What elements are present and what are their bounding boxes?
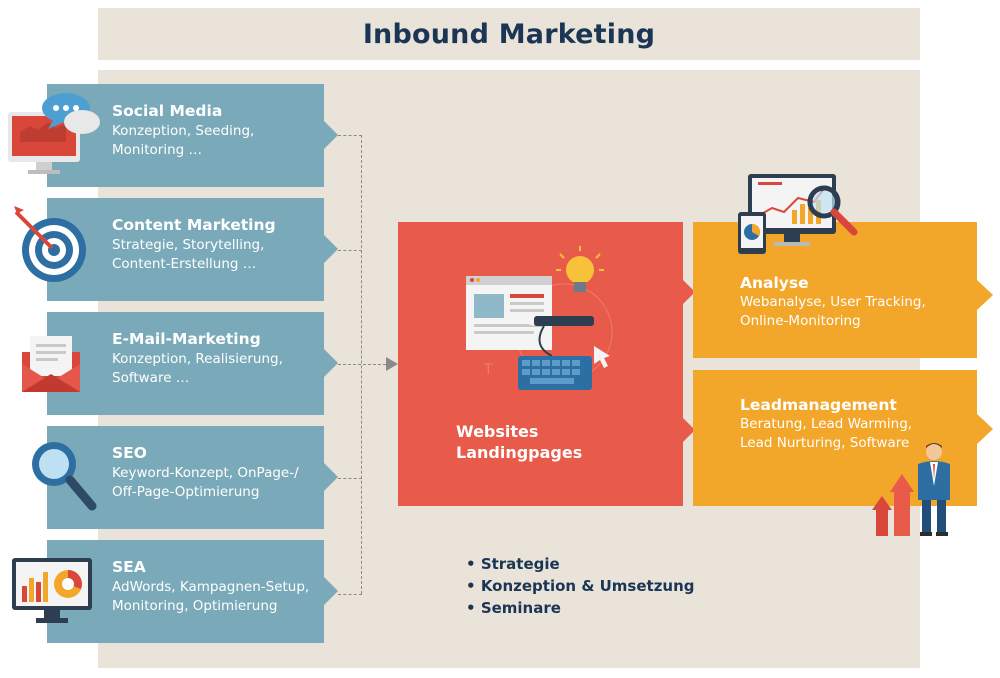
envelope-icon bbox=[22, 336, 80, 392]
title-bar: Inbound Marketing bbox=[98, 8, 920, 60]
right-box-heading: Analyse bbox=[740, 274, 809, 292]
monitor-chat-icon bbox=[8, 93, 100, 174]
monitor-charts-icon bbox=[12, 558, 92, 623]
left-box-heading: E-Mail-Marketing bbox=[112, 330, 261, 348]
list-item: Seminare bbox=[466, 597, 695, 619]
left-box-desc-line1: Keyword-Konzept, OnPage-/ bbox=[112, 465, 299, 481]
left-box-social-media: Social Media Konzeption, Seeding, Monito… bbox=[47, 84, 338, 187]
web-design-icon: T bbox=[466, 246, 613, 390]
businessman-growth-icon bbox=[872, 443, 950, 536]
left-box-desc-line2: Monitoring … bbox=[112, 142, 202, 158]
page-title: Inbound Marketing bbox=[362, 18, 656, 50]
target-icon bbox=[14, 206, 86, 282]
left-box-email-marketing: E-Mail-Marketing Konzeption, Realisierun… bbox=[47, 312, 338, 415]
center-label-line1: Websites bbox=[456, 422, 539, 441]
magnifier-icon bbox=[32, 442, 97, 511]
connector-1 bbox=[338, 135, 362, 136]
services-list: Strategie Konzeption & Umsetzung Seminar… bbox=[466, 553, 695, 619]
left-box-content-marketing: Content Marketing Strategie, Storytellin… bbox=[47, 198, 338, 301]
analytics-devices-icon bbox=[738, 174, 858, 254]
left-box-seo: SEO Keyword-Konzept, OnPage-/ Off-Page-O… bbox=[47, 426, 338, 529]
right-box-leadmanagement: Leadmanagement Beratung, Lead Warming, L… bbox=[693, 370, 993, 506]
left-box-heading: Social Media bbox=[112, 102, 223, 120]
left-box-desc-line2: Content-Erstellung … bbox=[112, 256, 257, 272]
center-arrow-bottom bbox=[683, 418, 695, 442]
right-box-desc-line2: Lead Nurturing, Software bbox=[740, 435, 910, 451]
center-box-websites: T Websites Landingpages bbox=[398, 222, 683, 506]
left-box-desc-line2: Monitoring, Optimierung bbox=[112, 598, 278, 614]
center-label-line2: Landingpages bbox=[456, 443, 583, 462]
left-box-desc-line2: Software … bbox=[112, 370, 190, 386]
left-box-heading: SEA bbox=[112, 558, 146, 576]
list-item: Strategie bbox=[466, 553, 695, 575]
connector-5 bbox=[338, 594, 362, 595]
connector-4 bbox=[338, 478, 362, 479]
right-box-desc-line2: Online-Monitoring bbox=[740, 313, 861, 329]
right-box-heading: Leadmanagement bbox=[740, 396, 897, 414]
connector-3 bbox=[338, 364, 386, 365]
left-box-heading: SEO bbox=[112, 444, 147, 462]
connector-arrowhead bbox=[386, 357, 398, 371]
list-item: Konzeption & Umsetzung bbox=[466, 575, 695, 597]
left-box-desc-line1: AdWords, Kampagnen-Setup, bbox=[112, 579, 310, 595]
left-box-desc-line2: Off-Page-Optimierung bbox=[112, 484, 260, 500]
right-box-desc-line1: Beratung, Lead Warming, bbox=[740, 416, 913, 432]
right-box-desc-line1: Webanalyse, User Tracking, bbox=[740, 294, 926, 310]
left-box-sea: SEA AdWords, Kampagnen-Setup, Monitoring… bbox=[47, 540, 338, 643]
center-arrow-top bbox=[683, 280, 695, 304]
left-box-desc-line1: Konzeption, Seeding, bbox=[112, 123, 255, 139]
left-box-desc-line1: Strategie, Storytelling, bbox=[112, 237, 265, 253]
left-box-heading: Content Marketing bbox=[112, 216, 276, 234]
connector-2 bbox=[338, 250, 362, 251]
left-box-desc-line1: Konzeption, Realisierung, bbox=[112, 351, 283, 367]
center-box-label: Websites Landingpages bbox=[456, 421, 582, 463]
svg-text:T: T bbox=[483, 362, 493, 378]
